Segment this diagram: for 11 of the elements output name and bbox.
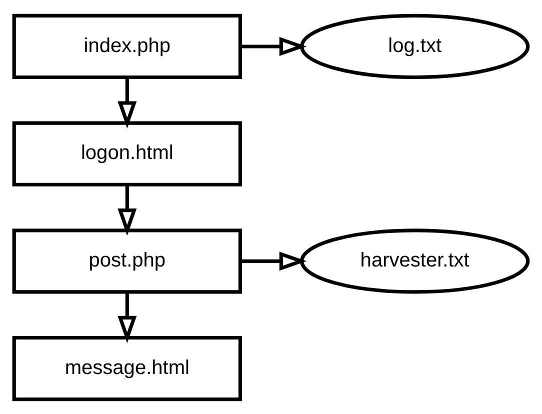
- node-ellipse: log.txt: [300, 13, 530, 79]
- node-box: message.html: [12, 335, 242, 401]
- node-box: post.php: [12, 228, 242, 294]
- arrow: [118, 184, 137, 236]
- arrow: [118, 77, 137, 128]
- arrow: [240, 251, 307, 270]
- node-box: index.php: [12, 13, 242, 79]
- arrow: [240, 36, 307, 56]
- node-ellipse: harvester.txt: [300, 228, 530, 294]
- node-box: logon.html: [12, 120, 242, 186]
- arrow: [118, 292, 137, 343]
